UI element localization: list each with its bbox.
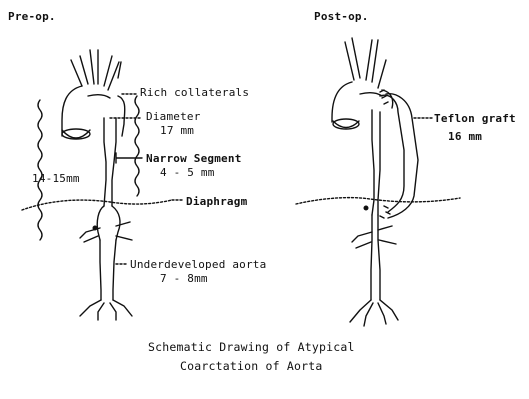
- label-diameter-value: 17 mm: [160, 124, 194, 137]
- pre-descending-aorta: [104, 118, 116, 206]
- pre-collateral-left: [38, 100, 42, 240]
- post-arch-vessel-left: [345, 38, 360, 80]
- label-graft-value: 16 mm: [448, 130, 482, 143]
- pre-bifurcation: [80, 300, 132, 320]
- label-underdeveloped-aorta: Underdeveloped aorta: [130, 258, 266, 271]
- post-branch-left: [352, 232, 372, 248]
- pre-diaphragm-line: [22, 200, 172, 210]
- pre-arch-inner: [88, 95, 110, 98]
- post-aortic-arch: [332, 82, 393, 122]
- post-arch-vessel-right: [366, 40, 386, 88]
- label-teflon-graft: Teflon graft: [434, 112, 516, 125]
- label-narrow-segment: Narrow Segment: [146, 152, 242, 165]
- post-bifurcation: [350, 300, 398, 326]
- pre-root-cap: [62, 130, 90, 138]
- pre-collateral-right: [135, 96, 139, 196]
- post-teflon-graft: [380, 94, 418, 218]
- pre-arch-vessel-right: [104, 56, 119, 90]
- label-rich-collaterals: Rich collaterals: [140, 86, 249, 99]
- pre-arch-vessel-mid: [90, 50, 98, 84]
- pre-branch-dot: [93, 226, 97, 230]
- label-narrow-value: 4 - 5 mm: [160, 166, 215, 179]
- post-op-title: Post-op.: [314, 10, 369, 23]
- pre-abdominal-aorta: [100, 240, 116, 300]
- post-branch-dot: [364, 206, 368, 210]
- post-root-cap: [333, 121, 359, 128]
- label-underdeveloped-value: 7 - 8mm: [160, 272, 208, 285]
- label-diameter: Diameter: [146, 110, 201, 123]
- label-diaphragm: Diaphragm: [186, 195, 247, 208]
- label-collateral-size: 14-15mm: [32, 172, 80, 185]
- caption-line-1: Schematic Drawing of Atypical: [148, 340, 355, 354]
- post-branch-right: [378, 226, 396, 244]
- post-op-drawing: [296, 38, 460, 326]
- pre-arch-vessel-left: [71, 56, 88, 86]
- caption-line-2: Coarctation of Aorta: [180, 359, 322, 373]
- post-arch-inner: [360, 93, 382, 96]
- pre-lower-aorta: [97, 206, 120, 240]
- pre-op-title: Pre-op.: [8, 10, 56, 23]
- post-abdominal-aorta: [371, 215, 380, 300]
